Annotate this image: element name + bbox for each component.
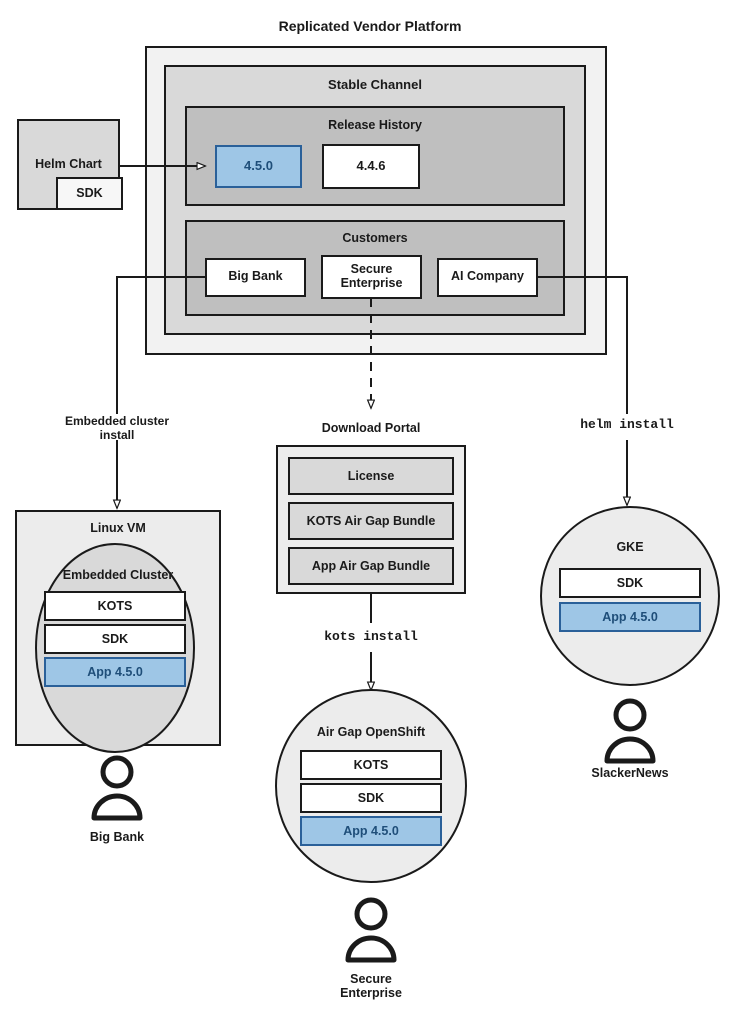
customers-label: Customers	[342, 231, 408, 245]
gke-component-label-app[interactable]: App 4.5.0	[602, 610, 658, 624]
gke-label: GKE	[616, 540, 644, 554]
linuxvm-component-sdk	[44, 624, 186, 654]
linuxvm-component-label-sdk[interactable]: SDK	[101, 632, 129, 646]
customer-name-big-bank[interactable]: Big Bank	[228, 269, 283, 283]
portal-artifact-label-kots-airgap[interactable]: KOTS Air Gap Bundle	[306, 514, 436, 528]
customer-name-secure-enterprise[interactable]: Secure Enterprise	[340, 262, 403, 291]
edge-label-kots-install: kots install	[324, 629, 418, 644]
gke-component-app	[559, 602, 701, 632]
gke-component-label-sdk[interactable]: SDK	[616, 576, 644, 590]
openshift-component-label-app[interactable]: App 4.5.0	[343, 824, 399, 838]
release-version-4-5-0[interactable]: 4.5.0	[244, 158, 273, 173]
page-title: Replicated Vendor Platform	[278, 18, 462, 34]
edge-aicompany-to-gke	[537, 276, 628, 414]
release-chip-4-5-0	[215, 145, 302, 188]
openshift-component-app	[300, 816, 442, 846]
actor-icon-big-bank	[91, 755, 143, 821]
actor-label-secure-enterprise: Secure Enterprise	[340, 972, 402, 1001]
release-version-4-4-6[interactable]: 4.4.6	[356, 158, 386, 173]
portal-artifact-label-license[interactable]: License	[347, 469, 395, 483]
portal-artifact-app-airgap	[288, 547, 454, 585]
actor-label-big-bank: Big Bank	[89, 830, 145, 844]
airgap-openshift-label: Air Gap OpenShift	[316, 725, 426, 739]
actor-label-slackernews: SlackerNews	[591, 766, 669, 780]
openshift-component-sdk	[300, 783, 442, 813]
portal-artifact-kots-airgap	[288, 502, 454, 540]
linuxvm-component-label-app[interactable]: App 4.5.0	[87, 665, 143, 679]
embedded-cluster-label: Embedded Cluster	[62, 568, 174, 582]
edge-label-helm-install: helm install	[580, 417, 674, 432]
gke-component-sdk	[559, 568, 701, 598]
customer-chip-ai-company	[437, 258, 538, 297]
helm-chart-label: Helm Chart	[35, 157, 102, 171]
actor-icon-slackernews	[604, 698, 656, 764]
download-portal-label: Download Portal	[321, 421, 421, 435]
linuxvm-component-kots	[44, 591, 186, 621]
openshift-component-label-kots[interactable]: KOTS	[353, 758, 389, 772]
openshift-component-label-sdk[interactable]: SDK	[357, 791, 385, 805]
portal-artifact-label-app-airgap[interactable]: App Air Gap Bundle	[311, 559, 431, 573]
linux-vm-label: Linux VM	[90, 521, 146, 535]
customer-name-ai-company[interactable]: AI Company	[451, 269, 524, 283]
release-chip-4-4-6	[322, 144, 420, 189]
portal-artifact-license	[288, 457, 454, 495]
helm-chart-sdk-box	[56, 177, 123, 210]
customer-chip-secure-enterprise	[321, 255, 422, 299]
openshift-component-kots	[300, 750, 442, 780]
linuxvm-component-label-kots[interactable]: KOTS	[97, 599, 133, 613]
stable-channel-label: Stable Channel	[328, 77, 422, 92]
actor-icon-secure-enterprise	[345, 897, 397, 963]
customer-chip-big-bank	[205, 258, 306, 297]
edge-bigbank-to-linuxvm	[116, 276, 206, 414]
release-history-label: Release History	[328, 118, 422, 132]
linuxvm-component-app	[44, 657, 186, 687]
edge-label-embedded-cluster-install: Embedded cluster install	[64, 414, 170, 442]
helm-chart-sdk-label: SDK	[76, 186, 103, 200]
